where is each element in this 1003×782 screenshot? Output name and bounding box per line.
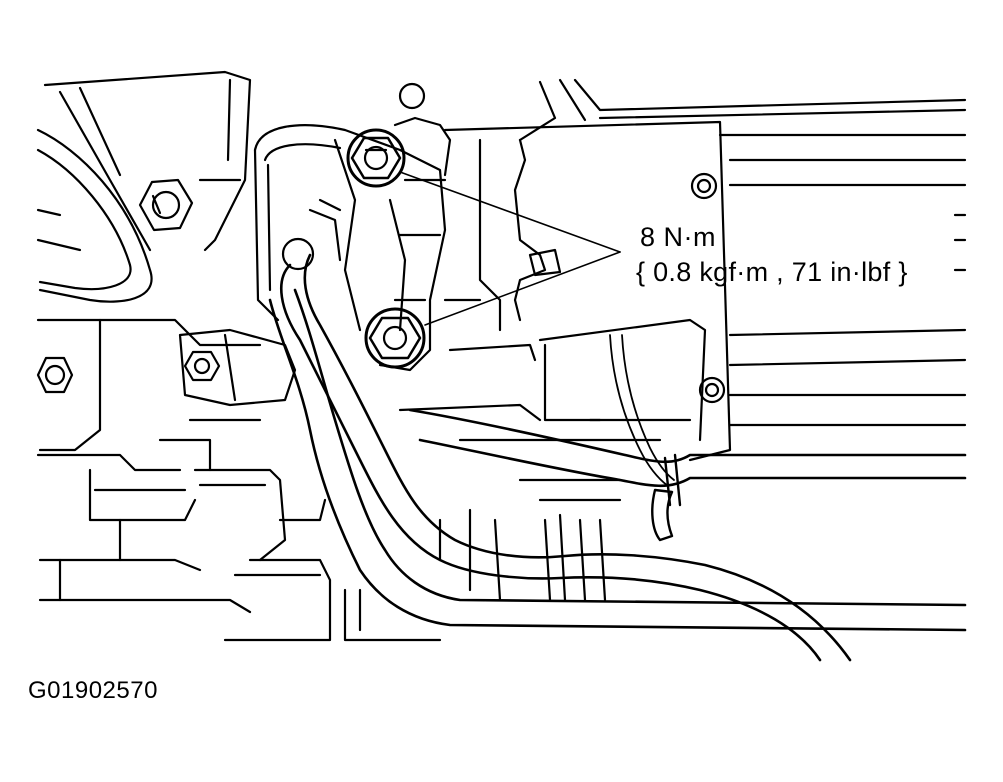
figure-id-label: G01902570 (28, 677, 158, 704)
upper-left-bracket (38, 72, 250, 302)
vacuum-hose-branch (410, 410, 965, 486)
bolt-head-icon (700, 378, 724, 402)
engine-block-left (38, 320, 260, 612)
locating-hole (400, 84, 424, 108)
hex-nut-icon (348, 130, 404, 186)
lower-structure (195, 470, 440, 640)
mounting-bracket-left (180, 330, 295, 405)
hex-nut-icon (366, 309, 424, 367)
hex-bolt-icon (140, 180, 192, 230)
center-bracket (255, 118, 450, 370)
hex-nut-icon (185, 352, 219, 380)
bolt-head-icon (38, 358, 72, 392)
torque-spec-metric: 8 N·m (640, 222, 716, 252)
bolt-head-icon (692, 174, 716, 198)
torque-spec-conversions: { 0.8 kgf·m , 71 in·lbf } (636, 257, 908, 287)
housing-right (400, 80, 965, 600)
thin-wire (610, 335, 674, 486)
vacuum-hose-lower (270, 290, 965, 630)
callout-leader-lines (400, 172, 620, 325)
hose-clamp (652, 455, 680, 540)
vacuum-hose-main (281, 255, 850, 660)
